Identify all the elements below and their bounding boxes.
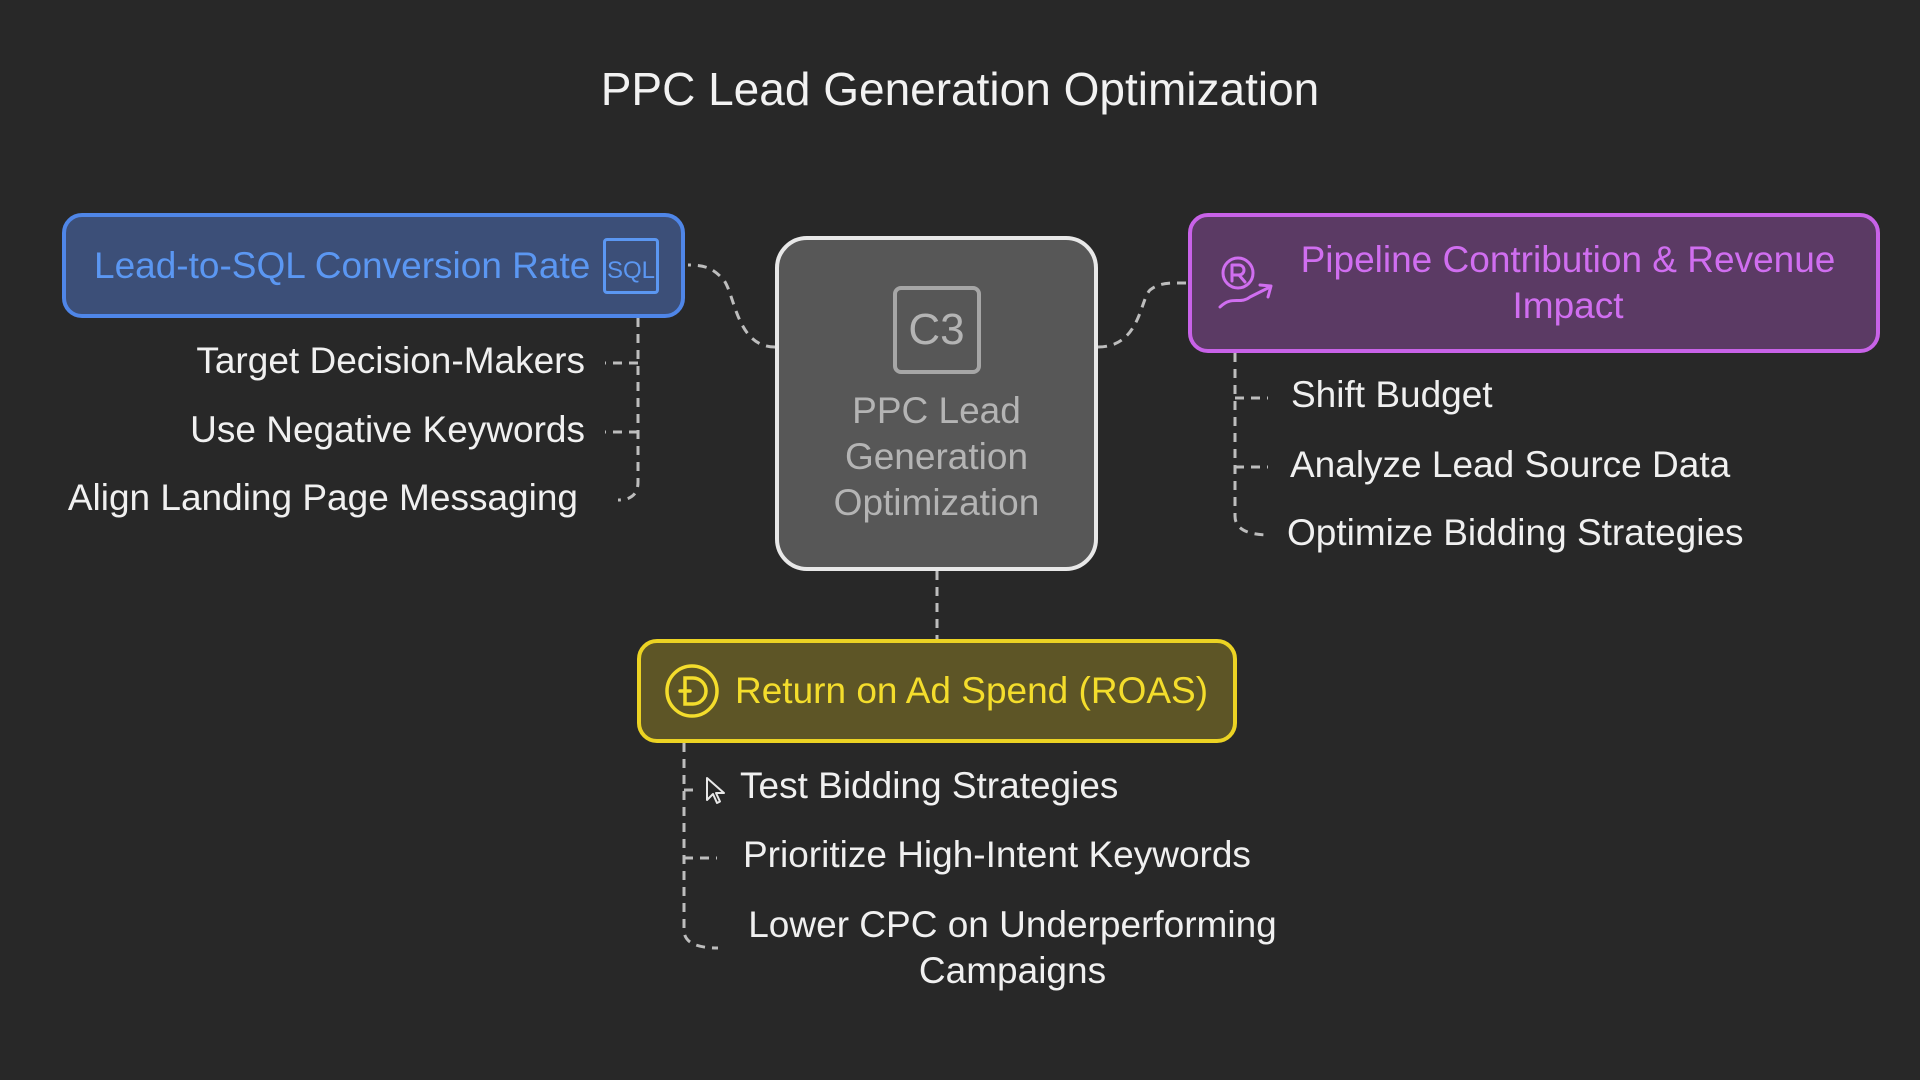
lead-sql-item: Target Decision-Makers xyxy=(196,340,585,381)
dollar-circle-icon xyxy=(665,664,719,718)
roas-item: Test Bidding Strategies xyxy=(740,765,1119,806)
pipeline-item: Optimize Bidding Strategies xyxy=(1287,512,1744,553)
roas-item: Prioritize High-Intent Keywords xyxy=(743,834,1251,875)
center-node: C3 PPC Lead Generation Optimization xyxy=(775,236,1098,571)
lead-to-sql-label: Lead-to-SQL Conversion Rate xyxy=(94,244,591,286)
pipeline-node: Pipeline Contribution & Revenue Impact xyxy=(1188,213,1880,353)
connector-center-to-pipeline xyxy=(1097,281,1189,349)
connector-roas-items xyxy=(682,743,719,950)
pipeline-item: Analyze Lead Source Data xyxy=(1290,444,1731,485)
roas-label: Return on Ad Spend (ROAS) xyxy=(735,670,1209,711)
c3-icon: C3 xyxy=(892,286,981,374)
pipeline-item: Shift Budget xyxy=(1291,374,1493,415)
center-label: PPC Lead Generation Optimization xyxy=(833,390,1040,523)
mouse-cursor-icon xyxy=(706,777,725,804)
roas-item: Lower CPC on Underperforming Campaigns xyxy=(748,904,1277,991)
lead-sql-item: Use Negative Keywords xyxy=(190,409,585,450)
roas-node: Return on Ad Spend (ROAS) xyxy=(637,639,1237,743)
lead-sql-item: Align Landing Page Messaging xyxy=(67,477,578,518)
lead-to-sql-node: Lead-to-SQL Conversion Rate SQL xyxy=(62,213,685,318)
sql-icon: SQL xyxy=(603,237,659,294)
pipeline-label: Pipeline Contribution & Revenue Impact xyxy=(1300,239,1836,326)
connector-lead-sql-items xyxy=(617,318,640,502)
connector-center-to-lead-sql xyxy=(687,263,776,349)
diagram-title: PPC Lead Generation Optimization xyxy=(600,63,1320,115)
connector-pipeline-items xyxy=(1233,353,1271,537)
revenue-growth-icon xyxy=(1218,256,1273,309)
